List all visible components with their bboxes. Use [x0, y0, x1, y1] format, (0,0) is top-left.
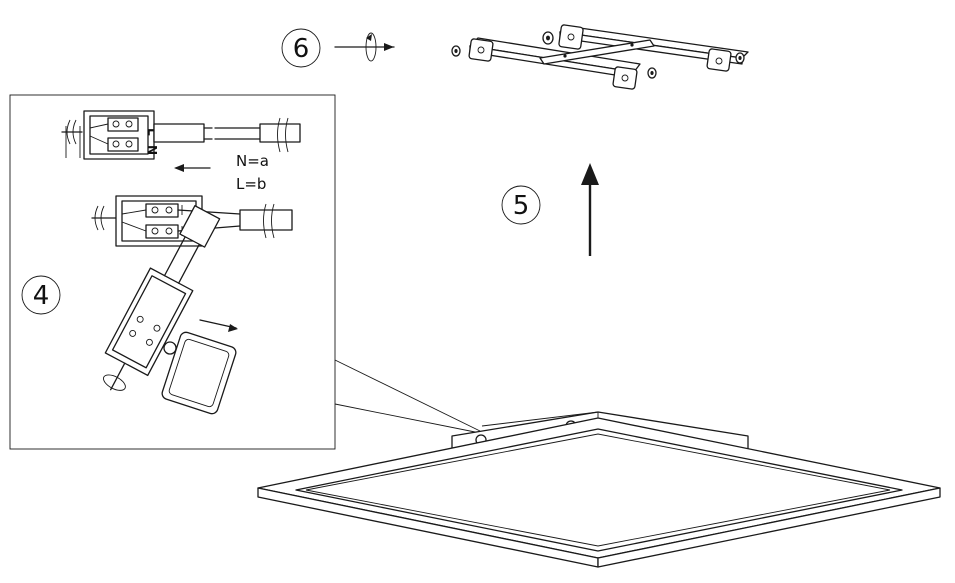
up-arrow-icon: [581, 163, 599, 256]
terminal-block-open: L N: [61, 110, 301, 172]
terminal-clip-assembly: [103, 205, 221, 391]
step4-circle: [21, 275, 61, 315]
step5-label: 5: [501, 185, 541, 225]
callout-line: [334, 403, 481, 434]
wire-mapping-legend: N=a L=b: [236, 152, 269, 193]
screw-icon: [647, 67, 657, 79]
step5-circle: [501, 185, 541, 225]
terminal-l-label: L: [145, 128, 159, 136]
step6-label: 6: [281, 28, 321, 68]
callout-line: [334, 359, 481, 432]
rotate-arrow-icon: [334, 32, 395, 62]
step6-circle: [281, 28, 321, 68]
wiring-detail-frame: [9, 94, 336, 450]
screw-icon: [735, 52, 745, 64]
step4-label: 4: [21, 275, 61, 315]
terminal-n-label: N: [145, 145, 159, 155]
screw-icon: [542, 31, 554, 45]
clip-cover: [161, 319, 238, 415]
step5-number: 5: [513, 191, 530, 221]
screw-icon: [451, 45, 461, 57]
step6-number: 6: [293, 34, 310, 64]
mounting-bracket: [451, 24, 749, 90]
live-mapping-text: L=b: [236, 175, 266, 193]
led-panel: [257, 411, 941, 568]
step4-number: 4: [33, 281, 50, 311]
neutral-mapping-text: N=a: [236, 152, 269, 170]
